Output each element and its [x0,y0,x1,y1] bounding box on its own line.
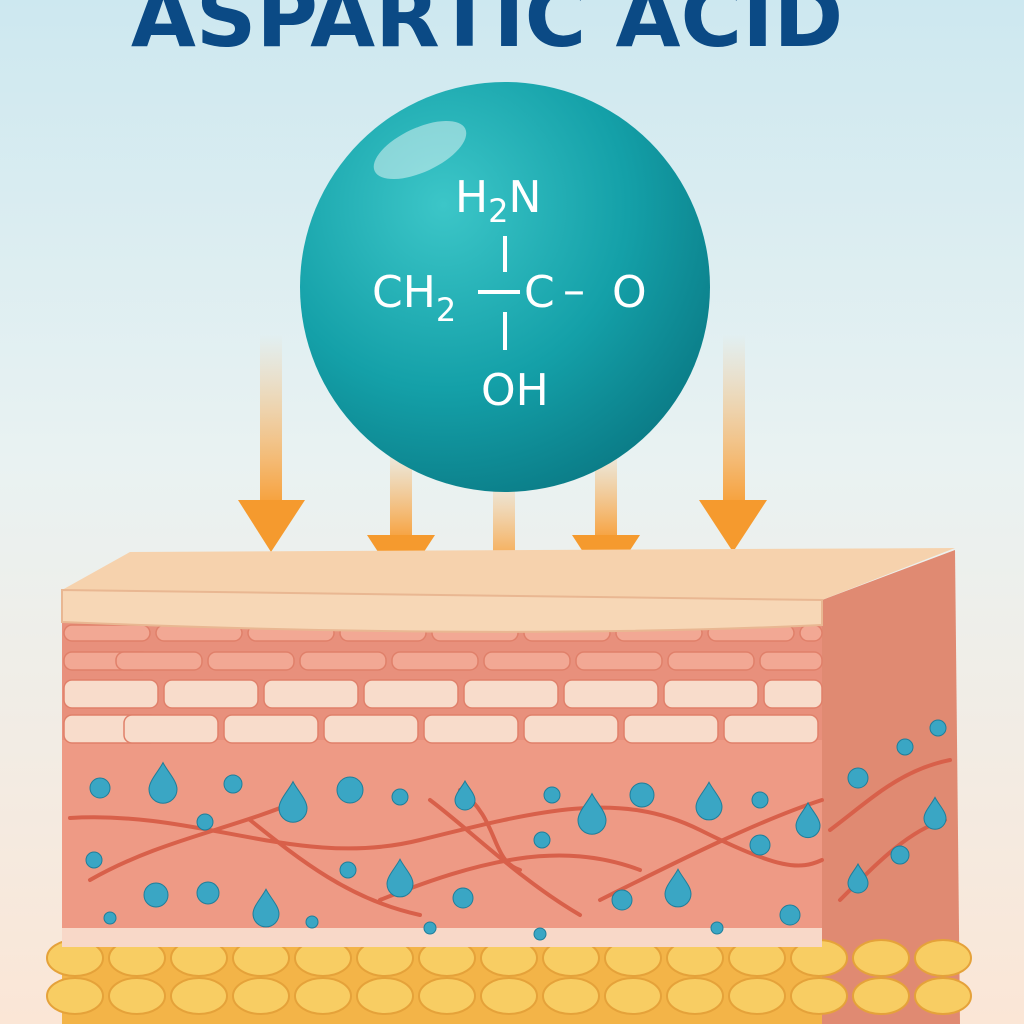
formula-hydroxyl: OH [481,365,549,416]
skin-cell [799,624,823,642]
skin-cell [723,714,819,744]
skin-cell [63,679,159,709]
skin-cell [563,679,659,709]
water-droplet-icon [391,788,409,806]
skin-cell [391,651,479,671]
water-droplet-icon [85,851,103,869]
skin-cell [463,679,559,709]
fat-cell [542,977,600,1015]
water-droplet-icon [196,881,220,905]
formula-ch2: CH2 [372,267,456,329]
fat-cell [170,977,228,1015]
water-droplet-icon [795,801,821,839]
down-arrow-icon [238,335,305,552]
skin-cell [323,714,419,744]
formula-oxygen: O [612,267,647,318]
skin-cell [663,679,759,709]
water-droplet-icon [929,719,947,737]
fat-cell [852,939,910,977]
water-droplet-icon [847,862,869,894]
water-droplet-icon [386,858,414,898]
skin-cell [483,651,571,671]
down-arrow-icon [699,335,767,552]
water-droplet-icon [252,888,280,928]
title: ASPARTIC ACID [131,0,843,66]
molecule-sphere-icon [300,82,710,492]
water-droplet-icon [533,831,551,849]
water-droplet-icon [336,776,364,804]
skin-surface [62,548,955,600]
water-droplet-icon [223,774,243,794]
water-droplet-icon [89,777,111,799]
skin-cell [115,651,203,671]
water-droplet-icon [577,792,607,835]
fat-cell [418,977,476,1015]
skin-cell [263,679,359,709]
skin-cell [63,624,151,642]
water-droplet-icon [148,761,178,804]
water-droplet-icon [452,887,474,909]
skin-cell [363,679,459,709]
fat-cell [666,977,724,1015]
fat-cell [914,939,972,977]
water-droplet-icon [751,791,769,809]
water-droplet-icon [664,868,692,908]
water-droplet-icon [923,796,947,830]
water-droplet-icon [543,786,561,804]
water-droplet-icon [695,781,723,821]
water-droplet-icon [143,882,169,908]
skin-cell [667,651,755,671]
fat-cell [604,977,662,1015]
water-droplet-icon [749,834,771,856]
skin-cell [223,714,319,744]
formula-carbon: C [524,267,555,318]
skin-cell [623,714,719,744]
skin-cell [575,651,663,671]
fat-cell [480,977,538,1015]
water-droplet-icon [710,921,724,935]
skin-cross-section-icon [46,548,972,1024]
fat-cell [232,977,290,1015]
fat-cell [294,977,352,1015]
water-droplet-icon [423,921,437,935]
fat-cell [790,977,848,1015]
fat-cell [108,977,166,1015]
fat-cell [356,977,414,1015]
water-droplet-icon [611,889,633,911]
formula-bond: – [563,265,585,316]
skin-cell [523,714,619,744]
skin-cell [123,714,219,744]
fat-cell [728,977,786,1015]
water-droplet-icon [103,911,117,925]
water-droplet-icon [278,780,308,823]
skin-cell [423,714,519,744]
water-droplet-icon [533,927,547,941]
water-droplet-icon [890,845,910,865]
structural-formula: H2N CH2 C – O OH [372,172,647,416]
water-droplet-icon [196,813,214,831]
water-droplet-icon [305,915,319,929]
formula-amino-group: H2N [455,172,541,230]
water-droplet-icon [454,779,476,811]
water-droplet-icon [847,767,869,789]
skin-cell [763,679,823,709]
water-droplet-icon [339,861,357,879]
skin-cell [299,651,387,671]
water-droplet-icon [629,782,655,808]
water-droplet-icon [779,904,801,926]
skin-cell [163,679,259,709]
fat-cell [852,977,910,1015]
water-droplet-icon [896,738,914,756]
fat-cell [914,977,972,1015]
skin-cell [759,651,823,671]
fat-cell [46,977,104,1015]
skin-cell [207,651,295,671]
